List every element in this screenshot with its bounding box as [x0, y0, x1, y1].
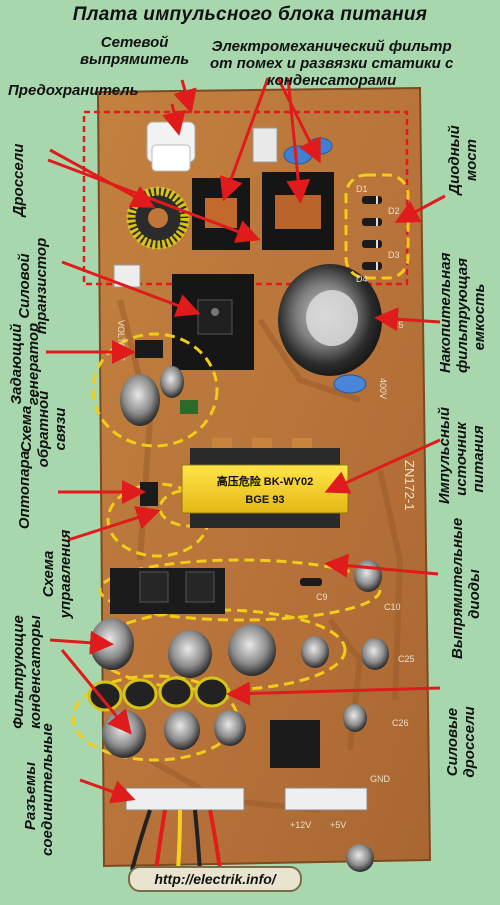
page-title: Плата импульсного блока питания — [72, 4, 428, 25]
source-url[interactable]: http://electrik.info/ — [128, 866, 302, 892]
svg-text:D4: D4 — [356, 274, 368, 284]
oscillator-ic — [135, 340, 163, 358]
svg-text:C9: C9 — [316, 592, 328, 602]
svg-text:C25: C25 — [398, 654, 415, 664]
label-mains-rectifier: Сетевой выпрямитель — [80, 34, 190, 68]
svg-text:400V: 400V — [378, 378, 388, 399]
svg-text:D2: D2 — [388, 206, 400, 216]
wires — [130, 809, 222, 871]
mains-section-frame — [82, 110, 409, 286]
label-emi-filter: Электромеханический фильтр от помех и ра… — [210, 38, 454, 89]
svg-text:C10: C10 — [384, 602, 401, 612]
y-capacitor — [283, 145, 313, 165]
power-chokes — [87, 676, 230, 712]
svg-text:D1: D1 — [356, 184, 368, 194]
svg-text:+12V: +12V — [290, 820, 311, 830]
svg-text:D3: D3 — [388, 250, 400, 260]
label-fuse: Предохранитель — [8, 82, 139, 99]
svg-text:+5V: +5V — [330, 820, 346, 830]
rectifier-diode — [300, 578, 322, 586]
svg-text:C5: C5 — [392, 320, 404, 330]
ac-connector — [252, 127, 278, 163]
svg-text:VOLTAGE: VOLTAGE — [116, 320, 126, 361]
svg-text:C26: C26 — [392, 718, 409, 728]
output-connector-right — [284, 787, 368, 811]
feedback-capacitor — [120, 374, 160, 426]
label-chokes: Дроссели — [10, 143, 27, 217]
output-connector-left — [125, 787, 245, 811]
transformer-label-bottom: BGE 93 — [245, 494, 284, 506]
pointer-arrows — [46, 77, 446, 804]
optocoupler — [140, 482, 158, 506]
transformer-label-top: 高压危险 BK-WY02 — [217, 474, 314, 488]
label-optocoupler: Оптопара — [16, 450, 33, 530]
output-heatsink — [270, 720, 320, 768]
svg-text:GND: GND — [370, 774, 391, 784]
svg-text:ZN172-1: ZN172-1 — [402, 460, 417, 511]
power-transistor — [197, 299, 233, 335]
transformer-yellow-tape — [181, 464, 349, 514]
